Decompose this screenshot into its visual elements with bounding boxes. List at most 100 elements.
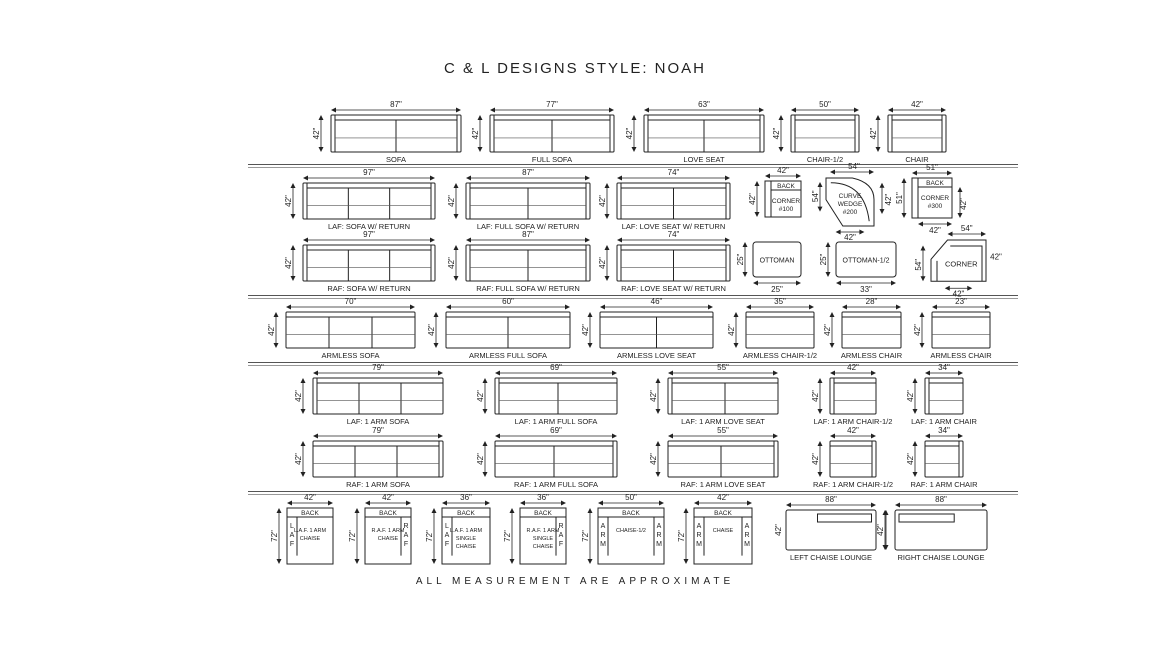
width-dimension: 23" [955, 297, 967, 306]
width-dimension: 42" [777, 166, 789, 175]
piece-name: ARMLESS CHAIR [930, 351, 992, 360]
furniture-piece: 88"42"LEFT CHAISE LOUNGE [774, 495, 889, 562]
width-dimension: 42" [847, 426, 859, 435]
furniture-piece: 60"42"ARMLESS FULL SOFA [427, 297, 571, 360]
side-letter: L [290, 523, 294, 530]
width-dimension: 33" [860, 285, 872, 294]
height-dimension: 42" [447, 257, 456, 269]
piece-name: LAF: FULL SOFA W/ RETURN [477, 222, 579, 231]
width-dimension: 55" [717, 363, 729, 372]
side-letter: A [445, 532, 450, 539]
furniture-piece: 79"42"RAF: 1 ARM SOFA [294, 426, 444, 489]
piece-name: RAF: 1 ARM LOVE SEAT [681, 480, 766, 489]
width-dimension: 87" [522, 168, 534, 177]
section-divider [248, 164, 1018, 168]
height-dimension: 42" [913, 324, 922, 336]
width-dimension: 63" [698, 100, 710, 109]
width-dimension: 46" [651, 297, 663, 306]
furniture-piece: 23" 42" ARMLESS CHAIR [913, 297, 992, 360]
piece-name: ARMLESS LOVE SEAT [617, 351, 696, 360]
height-dimension: 42" [772, 127, 781, 139]
furniture-piece: 69"42"RAF: 1 ARM FULL SOFA [476, 426, 618, 489]
width-dimension: 25" [771, 285, 783, 294]
piece-name: L.A.F. 1 ARM [450, 528, 483, 534]
furniture-piece: 42"42"LAF: 1 ARM CHAIR-1/2 [811, 363, 892, 426]
piece-name: SINGLE [533, 536, 554, 542]
side-letter: L [445, 523, 449, 530]
furniture-piece: 34"42"LAF: 1 ARM CHAIR [906, 363, 978, 426]
width-dimension: 42" [911, 100, 923, 109]
furniture-piece: 55"42"RAF: 1 ARM LOVE SEAT [649, 426, 779, 489]
piece-name: CHAISE [713, 528, 734, 534]
furniture-piece: 77"42"FULL SOFA [471, 100, 615, 164]
height-dimension: 42" [823, 324, 832, 336]
height-dimension: 42" [476, 390, 485, 402]
side-letter: F [559, 541, 563, 548]
piece-name: RAF: LOVE SEAT W/ RETURN [621, 284, 726, 293]
side-letter: R [744, 532, 749, 539]
piece-name: CHAISE-1/2 [616, 528, 646, 534]
width-dimension: 42" [844, 233, 856, 242]
width-dimension: 88" [825, 495, 837, 504]
width-dimension: 55" [717, 426, 729, 435]
back-label: BACK [622, 510, 640, 517]
width-dimension: 42" [929, 226, 941, 235]
piece-name: LAF: 1 ARM CHAIR [911, 417, 977, 426]
height-dimension: 42" [774, 524, 783, 536]
piece-code: #300 [928, 203, 943, 210]
piece-name: RAF: SOFA W/ RETURN [327, 284, 410, 293]
piece-name: LAF: 1 ARM FULL SOFA [515, 417, 598, 426]
width-dimension: 87" [522, 230, 534, 239]
furniture-piece: 63"42"LOVE SEAT [625, 100, 765, 164]
furniture-piece: 79"42"LAF: 1 ARM SOFA [294, 363, 444, 426]
furniture-piece: 97"42"RAF: SOFA W/ RETURN [284, 230, 436, 293]
piece-name: CURVE [839, 193, 862, 200]
back-label: BACK [457, 510, 475, 517]
piece-name: SINGLE [456, 536, 477, 542]
side-letter: R [558, 523, 563, 530]
side-letter: A [745, 523, 750, 530]
furniture-piece: 97"42"LAF: SOFA W/ RETURN [284, 168, 436, 231]
piece-name: R.A.F. 1 ARM [526, 528, 559, 534]
piece-name: SOFA [386, 155, 406, 164]
height-dimension: 42" [727, 324, 736, 336]
width-dimension: 36" [537, 493, 549, 502]
side-letter: F [404, 541, 408, 548]
furniture-piece: 87"42"LAF: FULL SOFA W/ RETURN [447, 168, 591, 231]
width-dimension: 50" [819, 100, 831, 109]
side-letter: A [290, 532, 295, 539]
height-dimension: 42" [598, 257, 607, 269]
piece-name: LAF: LOVE SEAT W/ RETURN [622, 222, 726, 231]
piece-name: LOVE SEAT [683, 155, 725, 164]
piece-name: RAF: FULL SOFA W/ RETURN [476, 284, 579, 293]
piece-name: OTTOMAN [760, 258, 795, 265]
height-dimension: 72" [270, 530, 279, 542]
width-dimension: 74" [668, 230, 680, 239]
height-dimension: 42" [959, 198, 968, 210]
side-letter: M [744, 541, 750, 548]
piece-name: RAF: 1 ARM CHAIR [910, 480, 978, 489]
furniture-piece: 87" 42" RAF: FULL SOFA W/ RETURN [447, 230, 591, 293]
side-letter: A [697, 523, 702, 530]
piece-name: ARMLESS SOFA [322, 351, 380, 360]
furniture-piece: 46"42"ARMLESS LOVE SEAT [581, 297, 714, 360]
width-dimension: 36" [460, 493, 472, 502]
side-letter: R [696, 532, 701, 539]
side-letter: M [696, 541, 702, 548]
section-divider [248, 362, 1018, 366]
height-dimension: 72" [503, 530, 512, 542]
height-dimension: 72" [581, 530, 590, 542]
furniture-piece: 25"25"OTTOMAN [736, 241, 802, 294]
side-letter: A [404, 532, 409, 539]
width-dimension: 69" [550, 426, 562, 435]
side-letter: F [290, 541, 294, 548]
width-dimension: 28" [866, 297, 878, 306]
furniture-piece: 87"42"SOFA [312, 100, 462, 164]
piece-code: #200 [843, 209, 858, 216]
piece-name: CORNER [772, 198, 800, 205]
height-dimension: 42" [476, 453, 485, 465]
